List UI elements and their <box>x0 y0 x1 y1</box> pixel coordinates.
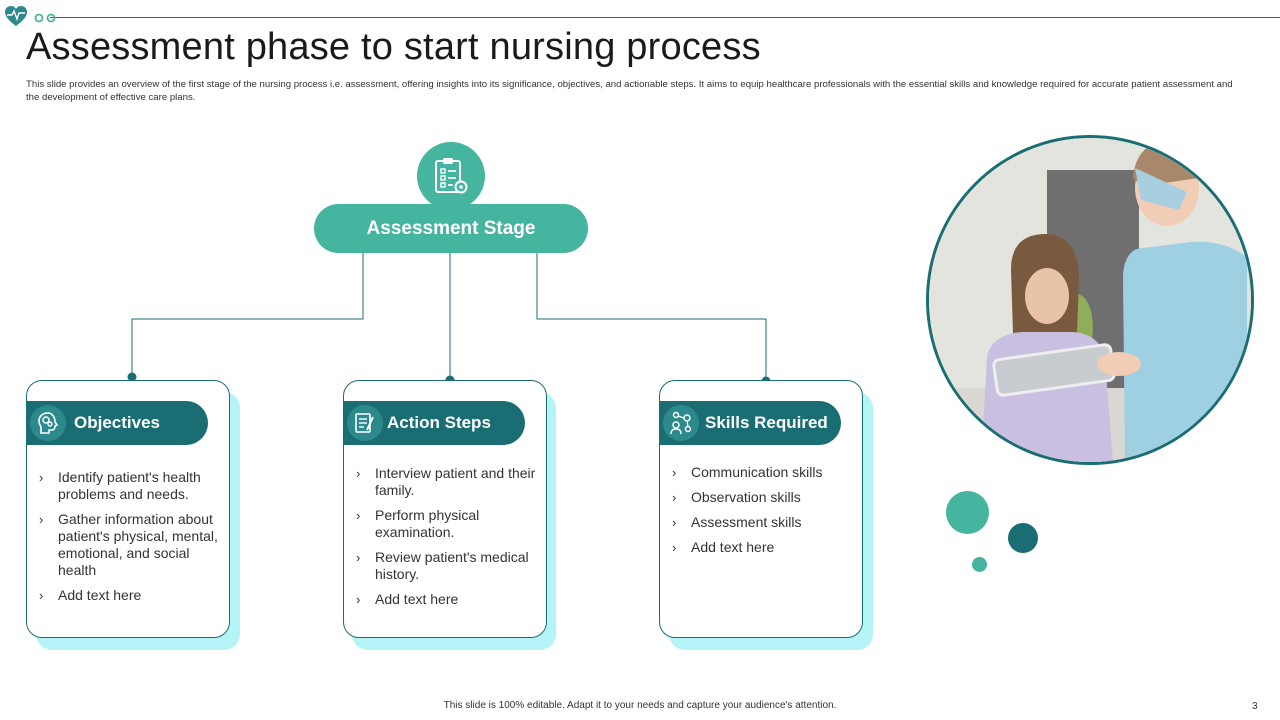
chevron-right-icon: › <box>356 466 361 481</box>
skills-required-list: ›Communication skills ›Observation skill… <box>672 464 852 564</box>
action-steps-card: Action Steps ›Interview patient and thei… <box>343 380 547 638</box>
chevron-right-icon: › <box>39 588 44 603</box>
skills-required-card: Skills Required ›Communication skills ›O… <box>659 380 863 638</box>
page-subtitle: This slide provides an overview of the f… <box>26 79 1233 103</box>
photo-illustration <box>929 138 1251 462</box>
skills-required-title: Skills Required <box>705 413 828 432</box>
list-item: ›Add text here <box>672 539 775 555</box>
heartbeat-logo-icon <box>5 6 56 26</box>
list-item: ›Communication skills <box>672 464 823 480</box>
decorative-dot <box>946 491 989 534</box>
list-item: ›Gather information about patient's phys… <box>39 511 218 578</box>
objectives-card: Objectives ›Identify patient's health pr… <box>26 380 230 638</box>
list-item: ›Add text here <box>39 587 142 603</box>
list-item: ›Observation skills <box>672 489 801 505</box>
decorative-dot <box>972 557 987 572</box>
person-network-icon <box>663 405 699 441</box>
list-item: ›Perform physical examination. <box>356 507 480 540</box>
page-number: 3 <box>1252 701 1258 712</box>
header-rule <box>50 17 1280 18</box>
objectives-header: Objectives <box>26 401 208 445</box>
objectives-list: ›Identify patient's health problems and … <box>39 469 219 612</box>
chevron-right-icon: › <box>356 508 361 523</box>
chevron-right-icon: › <box>672 490 677 505</box>
assessment-stage-label: Assessment Stage <box>314 204 588 253</box>
list-item: ›Review patient's medical history. <box>356 549 529 582</box>
list-item: ›Interview patient and their family. <box>356 465 536 498</box>
notepad-pencil-icon <box>347 405 383 441</box>
nurse-patient-photo <box>926 135 1254 465</box>
chevron-right-icon: › <box>672 465 677 480</box>
list-item: ›Identify patient's health problems and … <box>39 469 201 502</box>
chevron-right-icon: › <box>39 512 44 527</box>
footer-note: This slide is 100% editable. Adapt it to… <box>443 700 837 711</box>
chevron-right-icon: › <box>672 515 677 530</box>
chevron-right-icon: › <box>356 592 361 607</box>
action-steps-header: Action Steps <box>343 401 525 445</box>
page-title: Assessment phase to start nursing proces… <box>26 26 761 68</box>
action-steps-title: Action Steps <box>387 413 491 432</box>
chevron-right-icon: › <box>39 470 44 485</box>
connector-dot <box>127 372 137 382</box>
skills-required-header: Skills Required <box>659 401 841 445</box>
chevron-right-icon: › <box>672 540 677 555</box>
list-item: ›Add text here <box>356 591 459 607</box>
decorative-dot <box>1008 523 1038 553</box>
list-item: ›Assessment skills <box>672 514 802 530</box>
action-steps-list: ›Interview patient and their family. ›Pe… <box>356 465 536 616</box>
stage-icon-circle <box>417 142 485 210</box>
objectives-title: Objectives <box>74 413 160 432</box>
clipboard-gear-icon <box>435 158 468 194</box>
chevron-right-icon: › <box>356 550 361 565</box>
head-gears-icon <box>30 405 66 441</box>
